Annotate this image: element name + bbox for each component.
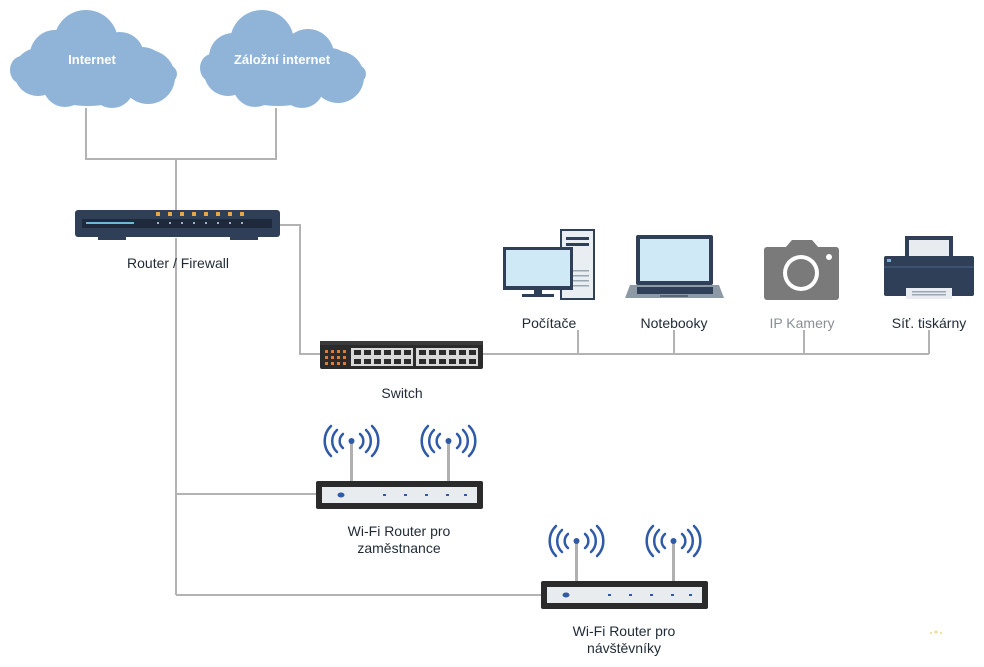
backup-internet-label: Záložní internet (233, 52, 331, 67)
link-router-switch (278, 224, 320, 355)
wifi-router-guest-device (541, 524, 708, 609)
cloud-backup-internet (200, 10, 366, 108)
router-device (75, 210, 280, 240)
ip-cameras-label: IP Kamery (769, 315, 835, 331)
switch-device (320, 341, 483, 369)
laptop-icon (625, 235, 724, 298)
camera-icon (764, 240, 839, 300)
wifi-guest-label-line1: Wi-Fi Router pro (572, 623, 676, 639)
wifi-staff-label-line2: zaměstnance (357, 540, 441, 556)
printers-label: Síť. tiskárny (891, 315, 967, 331)
link-internet (85, 108, 176, 160)
computers-label: Počítače (521, 315, 577, 331)
cloud-internet (10, 10, 177, 108)
switch-label: Switch (381, 385, 423, 401)
computer-icon (503, 229, 595, 300)
internet-label: Internet (68, 52, 116, 67)
printer-icon (884, 236, 974, 299)
router-label: Router / Firewall (127, 255, 229, 271)
connection-lines (85, 108, 930, 596)
notebooks-label: Notebooky (640, 315, 708, 331)
sparkle-icon (930, 630, 942, 634)
wifi-router-staff-device (316, 424, 483, 509)
wifi-staff-label-line1: Wi-Fi Router pro (347, 523, 451, 539)
link-backup-internet (176, 108, 277, 160)
wifi-guest-label-line2: návštěvníky (587, 640, 661, 656)
